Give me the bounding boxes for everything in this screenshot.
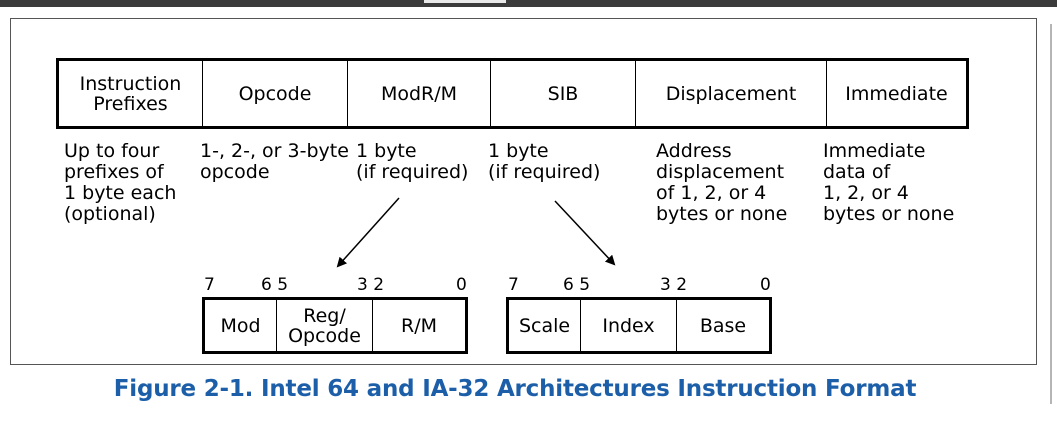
field-displacement: Displacement	[636, 61, 827, 126]
modrm-reg-opcode: Reg/ Opcode	[277, 300, 373, 351]
modrm-bit-32: 3 2	[357, 275, 385, 295]
desc-opcode: 1-, 2-, or 3-byte opcode	[200, 140, 349, 183]
arrow-sib	[554, 200, 616, 266]
sib-bit-32: 3 2	[660, 275, 688, 295]
figure-frame	[10, 18, 1037, 365]
field-modrm-label: ModR/M	[380, 82, 458, 105]
field-prefixes: Instruction Prefixes	[59, 61, 203, 126]
modrm-bit-0: 0	[456, 275, 467, 295]
field-immediate: Immediate	[827, 61, 966, 126]
sib-bit-0: 0	[760, 275, 771, 295]
modrm-bit-7: 7	[204, 275, 215, 295]
figure-caption: Figure 2-1. Intel 64 and IA-32 Architect…	[113, 376, 917, 402]
desc-immediate: Immediate data of 1, 2, or 4 bytes or no…	[823, 140, 955, 225]
field-opcode: Opcode	[203, 61, 348, 126]
sib-byte-box: Scale Index Base	[506, 297, 772, 354]
window-tab-indicator	[424, 0, 506, 3]
scrollbar-edge	[1050, 24, 1052, 404]
arrow-modrm	[336, 197, 400, 268]
field-opcode-label: Opcode	[238, 82, 312, 105]
modrm-rm: R/M	[401, 314, 437, 337]
modrm-mod: Mod	[205, 300, 277, 351]
modrm-byte-box: Mod Reg/ Opcode R/M	[202, 297, 468, 354]
field-sib: SIB	[491, 61, 636, 126]
field-prefixes-label: Instruction Prefixes	[79, 72, 182, 115]
desc-displacement: Address displacement of 1, 2, or 4 bytes…	[656, 140, 788, 225]
sib-base: Base	[699, 314, 747, 337]
sib-scale: Scale	[509, 300, 581, 351]
modrm-bit-65: 6 5	[261, 275, 289, 295]
sib-index: Index	[581, 300, 677, 351]
desc-modrm: 1 byte (if required)	[356, 140, 469, 183]
instruction-format-box: Instruction Prefixes Opcode ModR/M SIB D…	[56, 58, 969, 129]
window-top-bar	[0, 0, 1057, 7]
desc-prefixes: Up to four prefixes of 1 byte each (opti…	[64, 140, 177, 225]
field-sib-label: SIB	[547, 82, 579, 105]
field-displacement-label: Displacement	[665, 82, 797, 105]
field-immediate-label: Immediate	[845, 82, 948, 105]
desc-sib: 1 byte (if required)	[488, 140, 601, 183]
field-modrm: ModR/M	[348, 61, 491, 126]
sib-bit-7: 7	[508, 275, 519, 295]
sib-bit-65: 6 5	[563, 275, 591, 295]
